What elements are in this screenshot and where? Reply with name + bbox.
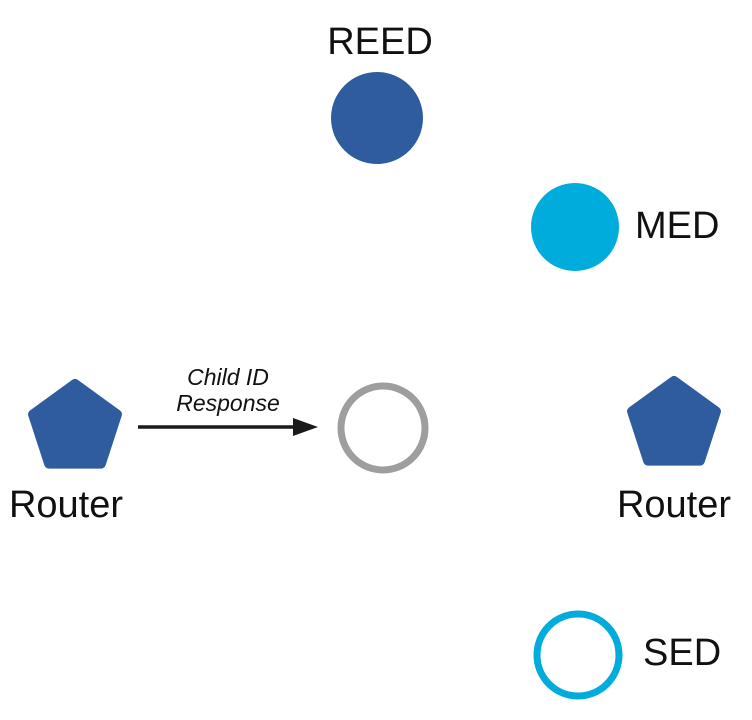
edge-label-line1: Child ID	[187, 364, 269, 390]
sed-node-circle	[533, 610, 623, 700]
sed-node-label: SED	[643, 632, 722, 674]
reed-node-circle	[331, 72, 423, 164]
joining-child-node-circle	[337, 382, 429, 474]
edge-label-line2: Response	[176, 390, 280, 416]
med-node-circle	[531, 183, 619, 271]
reed-node-label: REED	[327, 21, 433, 63]
router-left-pentagon	[28, 379, 122, 469]
router-right-label: Router	[616, 484, 732, 526]
arrow-head-icon	[293, 418, 318, 436]
edge-label-child-id-response: Child ID Response	[138, 364, 318, 416]
router-left-label: Router	[8, 484, 124, 526]
router-right-pentagon	[627, 376, 721, 466]
med-node-label: MED	[635, 205, 720, 247]
